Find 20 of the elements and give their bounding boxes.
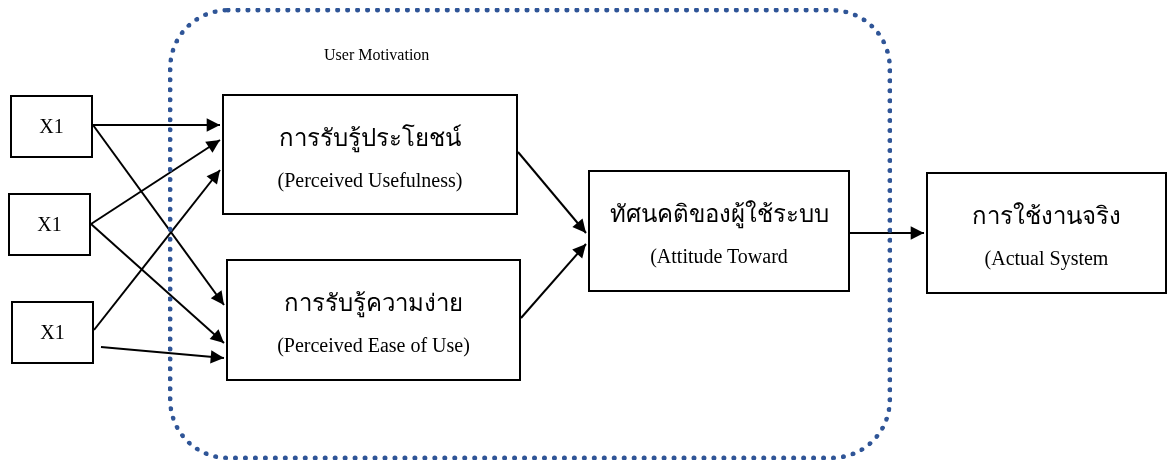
process-box (222, 94, 518, 215)
dotted-group-frame (168, 8, 892, 460)
box-heading: X1 (40, 321, 65, 344)
box-heading: X1 (39, 115, 64, 138)
process-box (11, 301, 94, 364)
process-box (10, 95, 93, 158)
process-box (926, 172, 1167, 294)
process-box (588, 170, 850, 292)
process-box (226, 259, 521, 381)
box-heading: X1 (37, 213, 62, 236)
box-heading: การรับรู้ความง่าย (284, 289, 463, 320)
box-heading: ทัศนคติของผู้ใช้ระบบ (609, 199, 829, 231)
group-title: User Motivation (324, 46, 430, 64)
box-heading: การรับรู้ประโยชน์ (279, 123, 461, 155)
box-subtitle: (Attitude Toward (650, 245, 788, 268)
box-subtitle: (Actual System (984, 247, 1109, 270)
box-subtitle: (Perceived Ease of Use) (277, 334, 470, 357)
box-subtitle: (Perceived Usefulness) (277, 168, 463, 192)
box-heading: การใช้งานจริง (972, 201, 1121, 231)
process-box (8, 193, 91, 256)
